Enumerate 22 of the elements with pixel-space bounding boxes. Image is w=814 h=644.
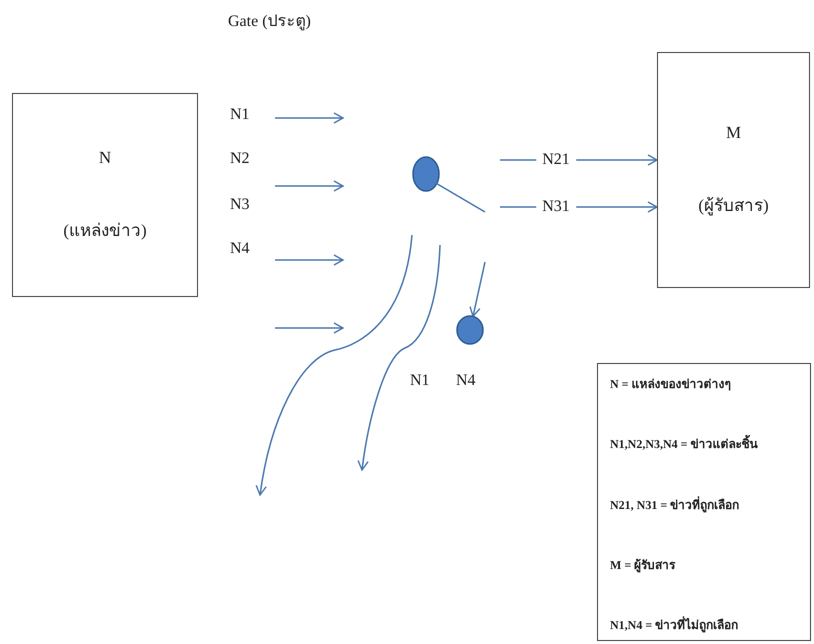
gate-symbol <box>412 156 486 213</box>
key-box <box>597 363 811 641</box>
signal-label: N4 <box>230 240 250 258</box>
key-entry: M = ผู้รับสาร <box>610 556 676 574</box>
box-label: (ผู้รับสาร) <box>698 194 769 218</box>
key-entry: N = แหล่งของข่าวต่างๆ <box>610 376 731 393</box>
box-label: M <box>726 122 742 142</box>
signal-label: N4 <box>456 372 476 390</box>
signal-label: N1 <box>230 106 250 124</box>
arrow <box>469 262 486 318</box>
signal-label: N3 <box>230 196 250 214</box>
circle-symbol <box>456 315 484 345</box>
key-entry: N1,N2,N3,N4 = ข่าวแต่ละชิ้น <box>610 434 758 454</box>
box-label: N <box>98 148 112 168</box>
process-box <box>12 93 198 297</box>
key-entry: N21, N31 = ข่าวที่ถูกเลือก <box>610 495 740 514</box>
key-entry: N1,N4 = ข่าวที่ไม่ถูกเลือก <box>610 615 738 634</box>
process-box <box>657 52 810 288</box>
signal-label: N1 <box>410 372 430 390</box>
signal-label: N2 <box>230 150 250 168</box>
box-label: (แหล่งข่าว) <box>63 220 147 242</box>
diagram-title: Gate (ประตู) <box>228 12 311 32</box>
